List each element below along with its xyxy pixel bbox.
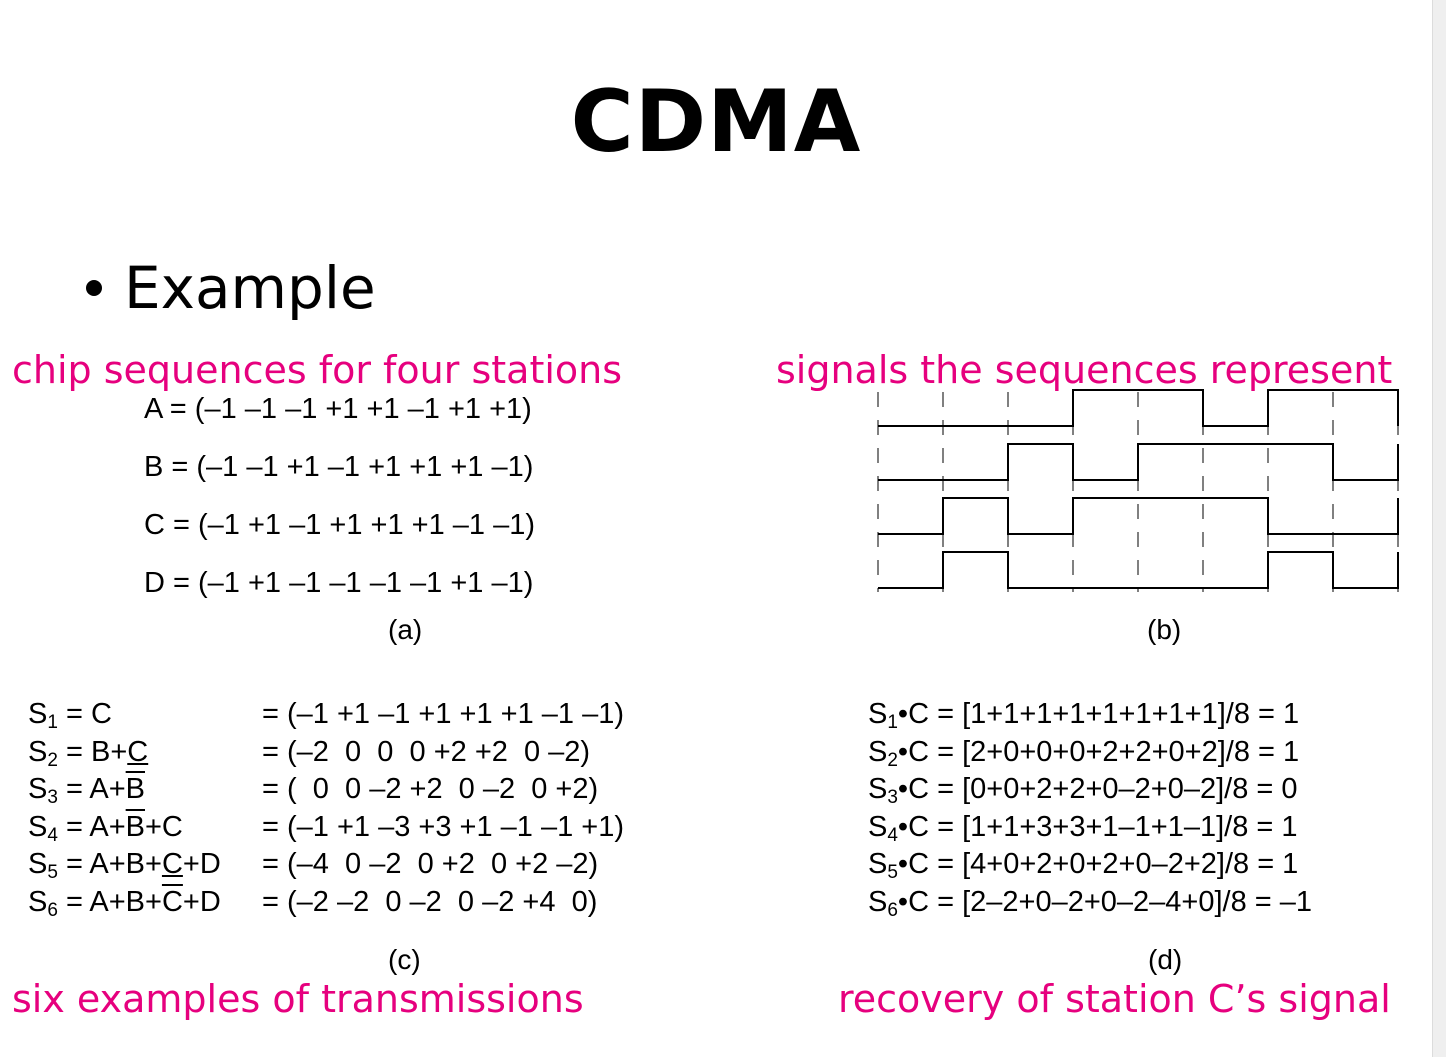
- signal-index: 2: [47, 749, 58, 771]
- transmission-value: = (–2 –2 0 –2 0 –2 +4 0): [262, 885, 598, 918]
- recovery-expression: •C = [2+0+0+0+2+2+0+2]/8 = 1: [897, 735, 1300, 768]
- annotation-chip-sequences: chip sequences for four stations: [12, 348, 623, 392]
- signal-symbol: S: [868, 810, 888, 843]
- expression-part: +D: [182, 885, 221, 918]
- transmission-lhs: S1 = C: [28, 697, 112, 733]
- chip-sequence-b: B = (–1 –1 +1 –1 +1 +1 +1 –1): [144, 451, 534, 483]
- chip-waveform-diagram: [877, 389, 1399, 592]
- vertical-scrollbar[interactable]: [1432, 0, 1446, 1057]
- signal-index: 5: [47, 862, 58, 883]
- signal-symbol: S: [28, 848, 48, 880]
- expression-part: = B+: [57, 735, 128, 768]
- transmission-lhs: S3 = A+B: [28, 772, 145, 808]
- signal-symbol: S: [868, 773, 888, 805]
- recovery-expression: •C = [1+1+3+3+1–1+1–1]/8 = 1: [897, 810, 1298, 843]
- signal-index: 3: [887, 787, 898, 808]
- caption-b: (b): [1147, 614, 1182, 645]
- expression-part: = A+B+: [57, 885, 162, 918]
- waveform-b: [878, 443, 1399, 481]
- transmission-lhs: S6 = A+B+C+D: [28, 885, 221, 921]
- transmission-value: = (–4 0 –2 0 +2 0 +2 –2): [262, 848, 599, 880]
- recovery-row: S1•C = [1+1+1+1+1+1+1+1]/8 = 1: [868, 697, 1300, 733]
- waveform-d: [878, 551, 1399, 589]
- chip-sequence-c: C = (–1 +1 –1 +1 +1 +1 –1 –1): [144, 509, 535, 541]
- recovery-row: S2•C = [2+0+0+0+2+2+0+2]/8 = 1: [868, 735, 1300, 771]
- signal-index: 3: [47, 787, 58, 808]
- bullet-dot-icon: [86, 279, 102, 296]
- waveform-c: [878, 497, 1399, 535]
- transmission-lhs: S2 = B+C: [28, 735, 149, 771]
- slide-title: CDMA: [570, 72, 862, 172]
- signal-index: 1: [47, 712, 58, 733]
- complement-term: B: [125, 810, 145, 843]
- signal-index: 4: [47, 824, 58, 846]
- expression-part: = A+: [57, 773, 126, 805]
- complement-term: C: [161, 885, 183, 918]
- recovery-row: S6•C = [2–2+0–2+0–2–4+0]/8 = –1: [868, 885, 1313, 921]
- signal-symbol: S: [28, 773, 48, 805]
- signal-index: 2: [887, 749, 898, 771]
- transmission-value: = ( 0 0 –2 +2 0 –2 0 +2): [262, 773, 599, 805]
- expression-part: = A+B+: [57, 848, 162, 880]
- caption-c: (c): [388, 944, 421, 975]
- recovery-expression: •C = [2–2+0–2+0–2–4+0]/8 = –1: [897, 885, 1313, 918]
- annotation-transmissions: six examples of transmissions: [12, 977, 584, 1021]
- annotation-signals: signals the sequences represent: [776, 348, 1393, 392]
- recovery-row: S4•C = [1+1+3+3+1–1+1–1]/8 = 1: [868, 810, 1298, 846]
- expression-part: = C: [57, 698, 112, 730]
- recovery-row: S5•C = [4+0+2+0+2+0–2+2]/8 = 1: [868, 847, 1299, 883]
- expression-term: C: [127, 735, 149, 768]
- transmission-value: = (–1 +1 –3 +3 +1 –1 –1 +1): [262, 810, 624, 843]
- expression-part: +D: [182, 848, 221, 880]
- signal-symbol: S: [868, 848, 888, 880]
- signal-symbol: S: [28, 885, 48, 918]
- signal-symbol: S: [868, 735, 888, 768]
- chip-sequence-d: D = (–1 +1 –1 –1 –1 –1 +1 –1): [144, 567, 534, 599]
- caption-a: (a): [388, 614, 423, 645]
- bullet-text: Example: [124, 254, 376, 322]
- bullet-item: Example: [86, 252, 376, 324]
- recovery-row: S3•C = [0+0+2+2+0–2+0–2]/8 = 0: [868, 772, 1298, 808]
- recovery-expression: •C = [4+0+2+0+2+0–2+2]/8 = 1: [897, 848, 1299, 880]
- signal-index: 5: [887, 862, 898, 883]
- complement-term: B: [125, 773, 145, 805]
- recovery-expression: •C = [0+0+2+2+0–2+0–2]/8 = 0: [897, 773, 1298, 805]
- expression-part: = A+: [57, 810, 126, 843]
- transmission-value: = (–1 +1 –1 +1 +1 +1 –1 –1): [262, 698, 624, 730]
- signal-symbol: S: [868, 885, 888, 918]
- transmission-lhs: S4 = A+B+C: [28, 810, 183, 846]
- recovery-expression: •C = [1+1+1+1+1+1+1+1]/8 = 1: [897, 698, 1300, 730]
- chip-sequence-a: A = (–1 –1 –1 +1 +1 –1 +1 +1): [144, 393, 532, 425]
- expression-part: +C: [145, 810, 183, 843]
- signal-index: 4: [887, 824, 898, 846]
- signal-index: 6: [887, 899, 898, 921]
- waveform-a: [878, 389, 1399, 427]
- signal-index: 6: [47, 899, 58, 921]
- signal-symbol: S: [868, 698, 888, 730]
- transmission-lhs: S5 = A+B+C+D: [28, 847, 221, 883]
- signal-symbol: S: [28, 698, 48, 730]
- signal-index: 1: [887, 712, 898, 733]
- expression-term: C: [161, 848, 183, 880]
- transmission-value: = (–2 0 0 0 +2 +2 0 –2): [262, 735, 591, 768]
- annotation-recovery: recovery of station C’s signal: [838, 977, 1391, 1021]
- signal-symbol: S: [28, 810, 48, 843]
- caption-d: (d): [1148, 944, 1183, 975]
- signal-symbol: S: [28, 735, 48, 768]
